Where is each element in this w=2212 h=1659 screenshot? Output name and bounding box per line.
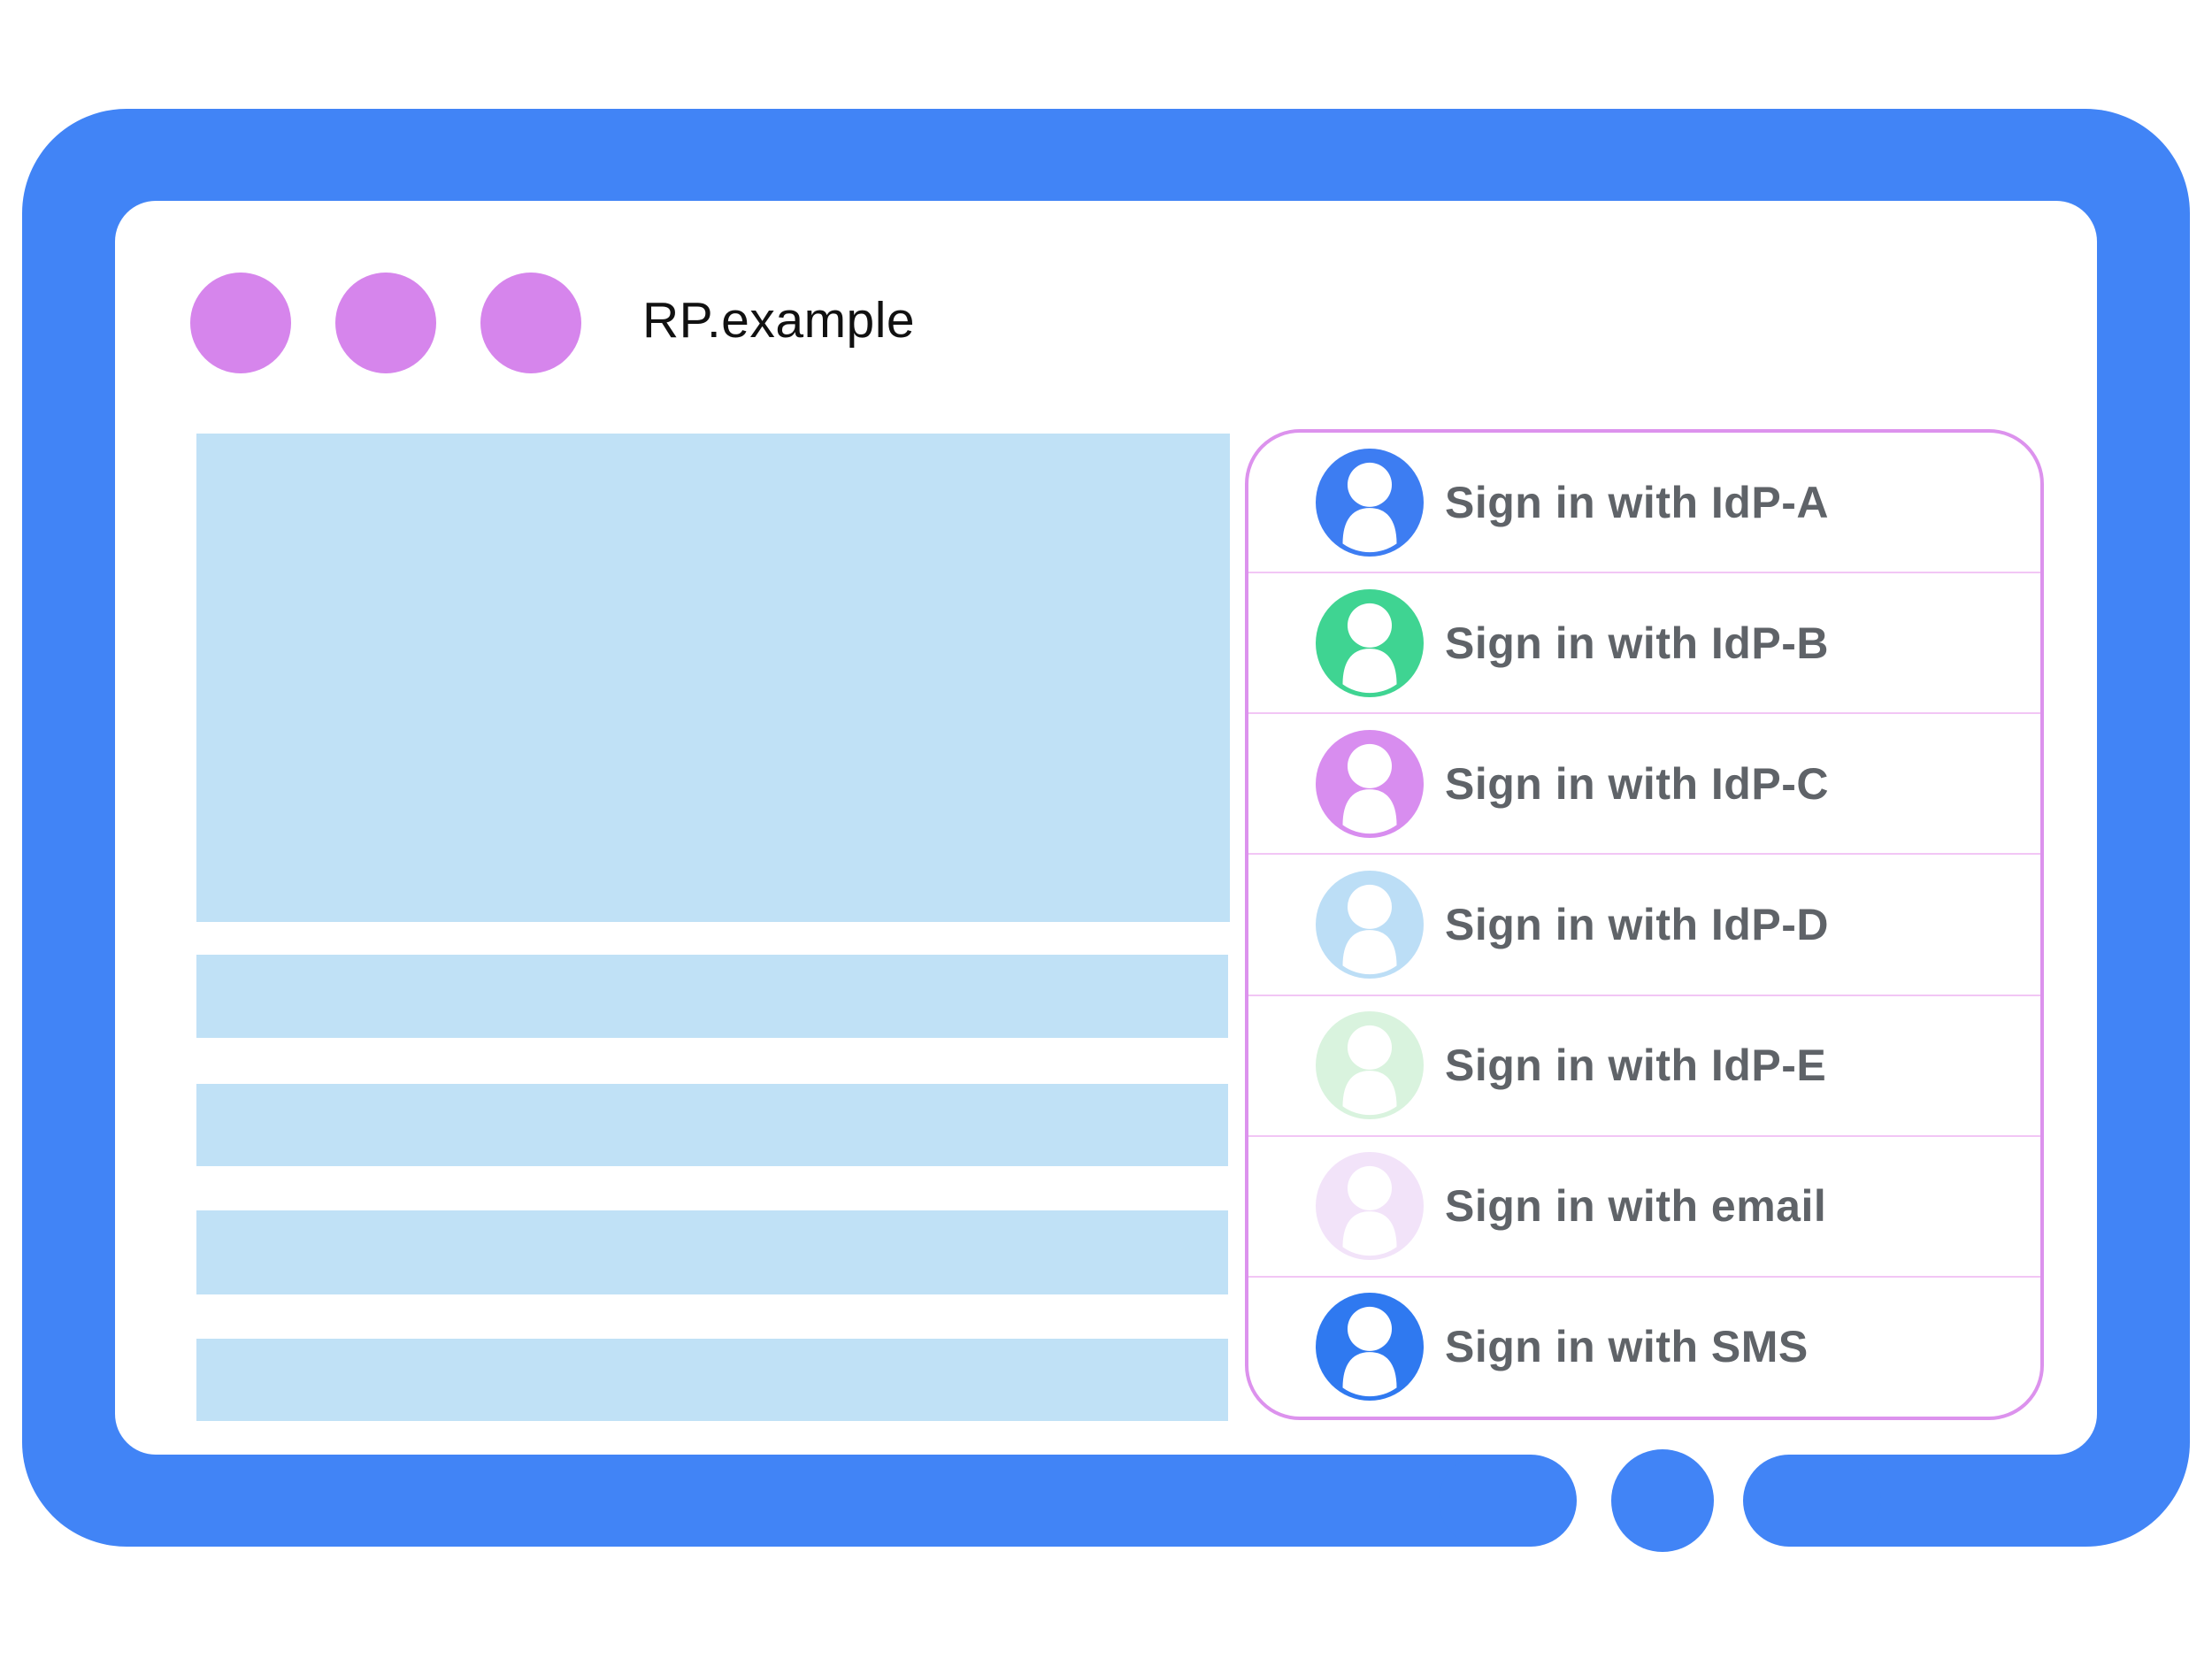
page-title: RP.example — [642, 292, 916, 349]
signin-option-idp-c[interactable]: Sign in with IdP-C — [1248, 712, 2040, 853]
user-avatar-icon — [1316, 729, 1424, 838]
window-control-dot-icon — [335, 273, 436, 373]
user-avatar-icon — [1316, 1293, 1424, 1402]
bottom-bar-right-cap — [1743, 1455, 1881, 1547]
user-avatar-icon — [1316, 448, 1424, 557]
signin-option-sms[interactable]: Sign in with SMS — [1248, 1275, 2040, 1417]
signin-option-idp-b[interactable]: Sign in with IdP-B — [1248, 572, 2040, 712]
home-button-icon — [1611, 1449, 1714, 1552]
user-avatar-icon — [1316, 1011, 1424, 1120]
signin-option-email[interactable]: Sign in with email — [1248, 1134, 2040, 1276]
content-placeholder-bar — [196, 1210, 1228, 1294]
content-placeholder-bar — [196, 1084, 1228, 1166]
signin-option-label: Sign in with IdP-E — [1445, 1041, 1827, 1091]
bottom-bar-left-cap — [1439, 1455, 1577, 1547]
window-control-dot-icon — [480, 273, 581, 373]
signin-dialog: Sign in with IdP-A Sign in with IdP-B Sign… — [1245, 429, 2044, 1420]
content-placeholder-bar — [196, 1339, 1228, 1421]
signin-option-label: Sign in with IdP-A — [1445, 477, 1829, 527]
signin-option-label: Sign in with IdP-D — [1445, 899, 1829, 949]
signin-option-idp-e[interactable]: Sign in with IdP-E — [1248, 994, 2040, 1135]
signin-option-label: Sign in with email — [1445, 1181, 1827, 1232]
user-avatar-icon — [1316, 1152, 1424, 1261]
user-avatar-icon — [1316, 588, 1424, 697]
content-placeholder-bar — [196, 955, 1228, 1038]
user-avatar-icon — [1316, 870, 1424, 979]
signin-option-label: Sign in with SMS — [1445, 1322, 1809, 1372]
signin-option-label: Sign in with IdP-C — [1445, 758, 1829, 809]
signin-option-idp-a[interactable]: Sign in with IdP-A — [1248, 433, 2040, 572]
content-placeholder-hero — [196, 434, 1230, 922]
signin-option-idp-d[interactable]: Sign in with IdP-D — [1248, 853, 2040, 994]
window-control-dot-icon — [190, 273, 291, 373]
signin-option-label: Sign in with IdP-B — [1445, 618, 1829, 668]
